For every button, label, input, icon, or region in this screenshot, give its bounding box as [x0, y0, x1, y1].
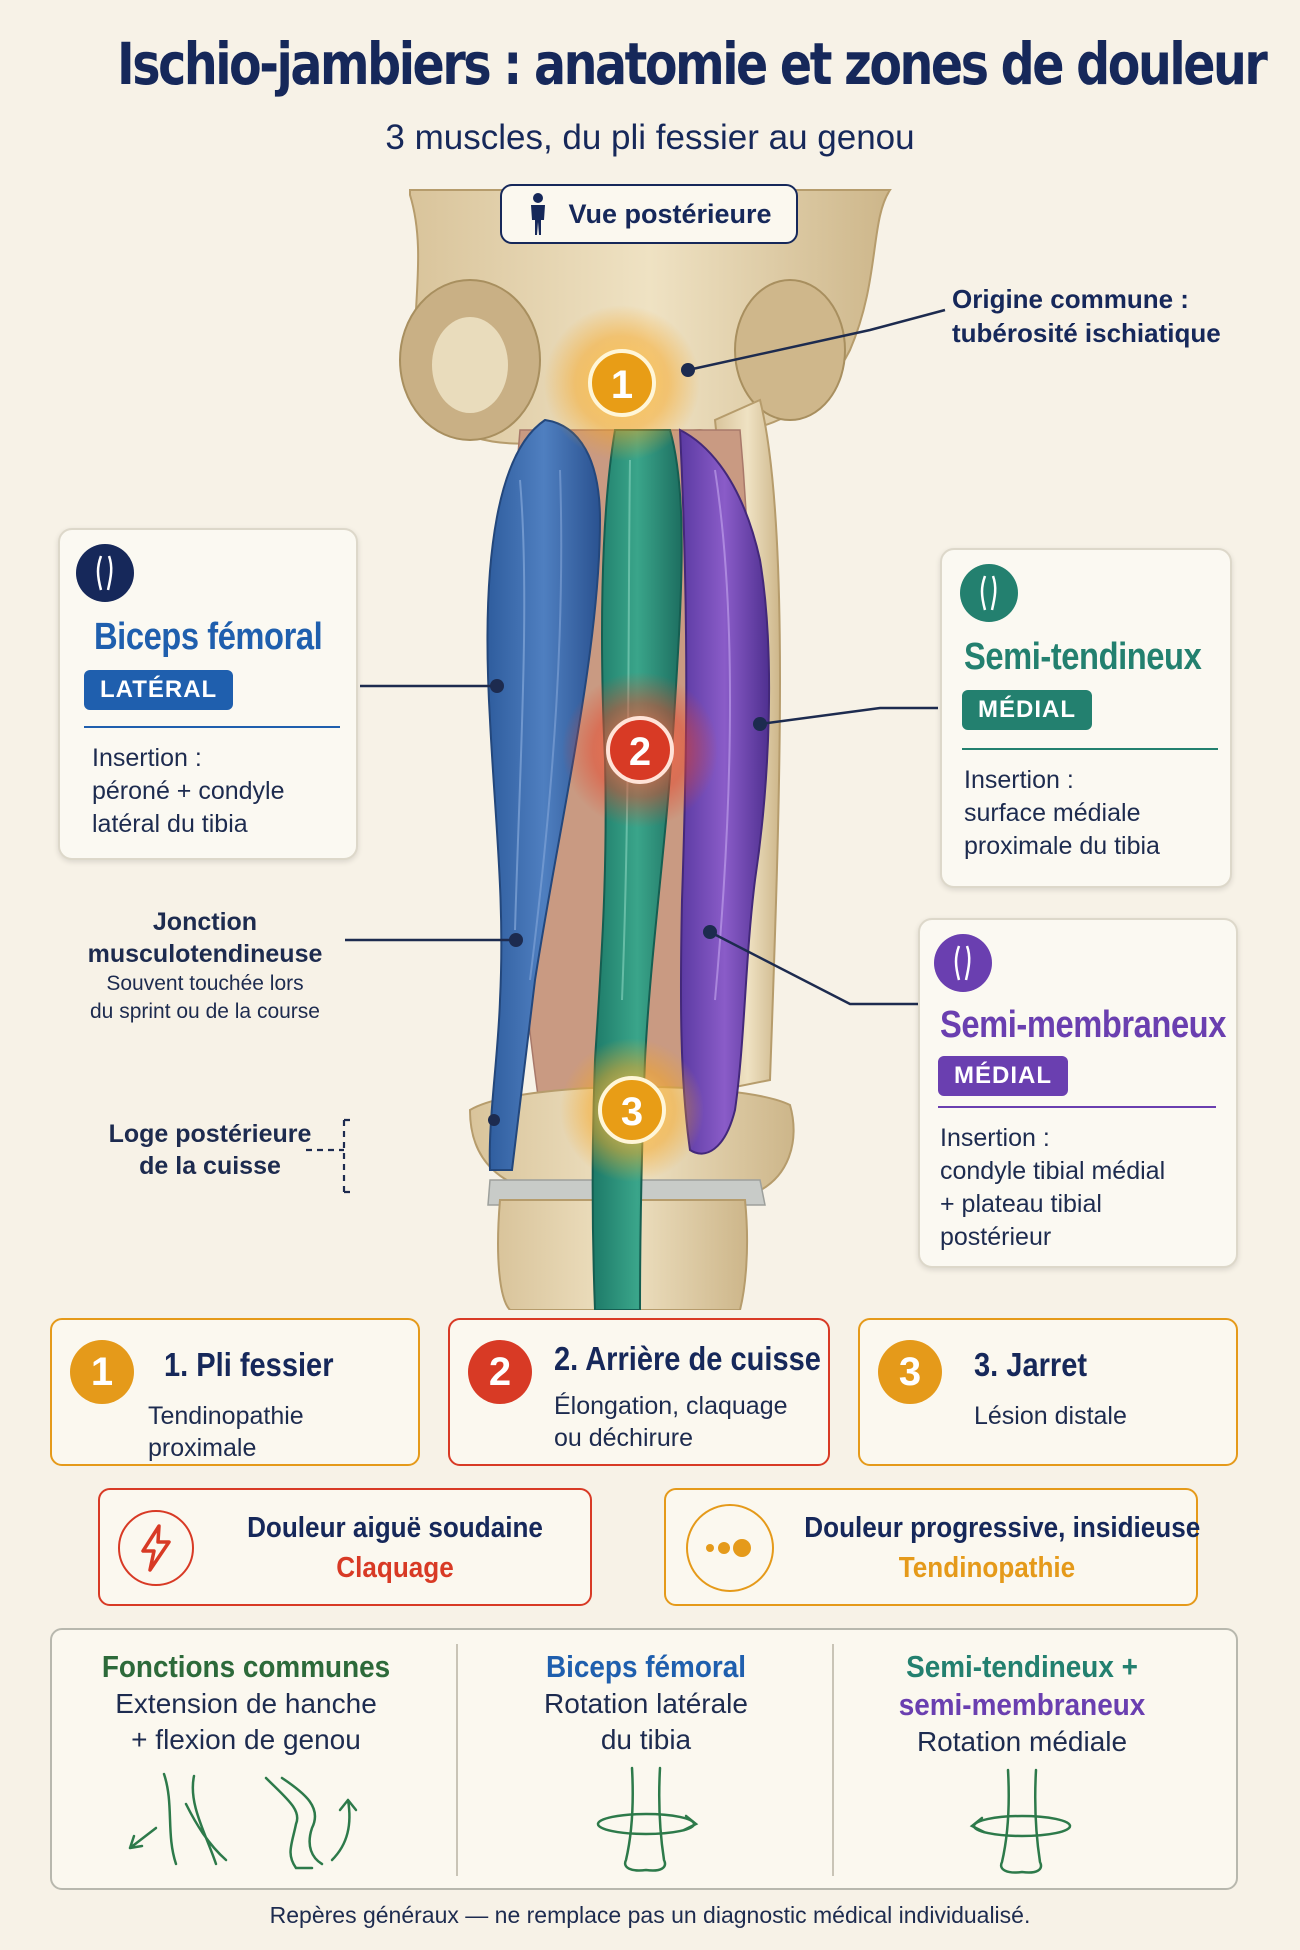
pain-acute-label: Claquage [336, 1552, 454, 1584]
dots-icon [686, 1504, 774, 1592]
semi-tendineux-side-badge: MÉDIAL [962, 690, 1092, 730]
function-desc: Rotation latérale [544, 1688, 748, 1719]
marker-1-label: 1 [611, 363, 633, 407]
function-desc: Extension de hanche [115, 1688, 377, 1719]
semi-membraneux-card: Semi-membraneux MÉDIAL Insertion : condy… [918, 918, 1238, 1268]
zone-card-1: 1 1. Pli fessier Tendinopathie proximale [50, 1318, 420, 1466]
zone-card-3: 3 3. Jarret Lésion distale [858, 1318, 1238, 1466]
zone-1-title: 1. Pli fessier [164, 1346, 334, 1383]
insertion-line: + plateau tibial [940, 1190, 1102, 1218]
medial-rotation-icon [969, 1768, 1072, 1874]
zone-3-desc: Lésion distale [974, 1402, 1127, 1430]
insertion-line: surface médiale [964, 799, 1141, 827]
pain-acute-title: Douleur aiguë soudaine [247, 1512, 543, 1544]
zone-2-desc-line: Élongation, claquage [554, 1392, 788, 1420]
zone-3-title: 3. Jarret [974, 1346, 1088, 1383]
zone-2-desc-line: ou déchirure [554, 1424, 693, 1452]
function-column-biceps: Biceps fémoral Rotation latérale du tibi… [460, 1648, 832, 1879]
insertion-line: proximale du tibia [964, 832, 1160, 860]
semi-membraneux-insertion: Insertion : condyle tibial médial + plat… [940, 1122, 1165, 1254]
insertion-line: péroné + condyle [92, 777, 285, 805]
compartment-line: de la cuisse [139, 1152, 281, 1180]
zone-3-number: 3 [878, 1340, 942, 1404]
insertion-line: condyle tibial médial [940, 1157, 1166, 1185]
biceps-femoral-insertion: Insertion : péroné + condyle latéral du … [92, 742, 285, 841]
insertion-line: postérieur [940, 1223, 1052, 1251]
pain-progressive-title: Douleur progressive, insidieuse [804, 1512, 1201, 1544]
marker-2: 2 [606, 716, 674, 784]
marker-3: 3 [598, 1076, 666, 1144]
view-label-text: Vue postérieure [568, 198, 772, 229]
function-heading: semi-membraneux [898, 1687, 1146, 1722]
divider [84, 726, 340, 728]
function-heading: Fonctions communes [101, 1649, 391, 1684]
person-icon [531, 193, 546, 235]
function-column-medial: Semi-tendineux + semi-membraneux Rotatio… [836, 1648, 1208, 1881]
disclaimer-footer: Repères généraux — ne remplace pas un di… [269, 1902, 1031, 1928]
pain-card-progressive: Douleur progressive, insidieuse Tendinop… [664, 1488, 1201, 1606]
column-divider [456, 1644, 458, 1876]
junction-title: musculotendineuse [87, 940, 323, 968]
junction-note: Souvent touchée lors [106, 972, 304, 995]
column-divider [832, 1644, 834, 1876]
biceps-femoral-card: Biceps fémoral LATÉRAL Insertion : péron… [58, 528, 358, 860]
pain-card-acute: Douleur aiguë soudaine Claquage [98, 1488, 592, 1606]
zone-2-desc: Élongation, claquage ou déchirure [554, 1390, 788, 1454]
leg-icon [934, 934, 992, 992]
compartment-line: Loge postérieure [108, 1120, 312, 1148]
function-desc: Rotation médiale [916, 1726, 1128, 1757]
marker-2-label: 2 [629, 730, 651, 774]
junction-callout: Jonction musculotendineuse Souvent touch… [80, 906, 330, 1026]
zone-1-number: 1 [70, 1340, 134, 1404]
lightning-icon [118, 1510, 194, 1586]
junction-note: du sprint ou de la course [90, 1000, 320, 1023]
marker-3-label: 3 [621, 1090, 643, 1134]
page-subtitle: 3 muscles, du pli fessier au genou [385, 118, 915, 157]
pain-progressive-label: Tendinopathie [898, 1552, 1076, 1584]
insertion-line: latéral du tibia [92, 810, 248, 838]
zone-2-title: 2. Arrière de cuisse [554, 1340, 821, 1377]
semi-membraneux-name: Semi-membraneux [940, 1004, 1226, 1046]
leg-movement-icon [128, 1772, 358, 1870]
origin-callout-line1: Origine commune : [952, 284, 1189, 314]
semi-tendineux-card: Semi-tendineux MÉDIAL Insertion : surfac… [940, 548, 1232, 888]
function-heading: Biceps fémoral [545, 1649, 747, 1684]
hamstring-anatomy-illustration: 1 2 3 [306, 189, 946, 1310]
leg-icon [960, 564, 1018, 622]
biceps-femoral-side-badge: LATÉRAL [84, 670, 234, 710]
junction-title: Jonction [152, 908, 258, 936]
marker-1: 1 [588, 349, 656, 417]
lateral-rotation-icon [596, 1766, 699, 1872]
insertion-heading: Insertion : [92, 744, 202, 772]
zone-2-number: 2 [468, 1340, 532, 1404]
semi-membraneux-side-badge: MÉDIAL [938, 1056, 1068, 1096]
function-desc: + flexion de genou [131, 1724, 361, 1755]
origin-callout: Origine commune : tubérosité ischiatique [952, 282, 1221, 350]
insertion-heading: Insertion : [964, 766, 1074, 794]
divider [938, 1106, 1216, 1108]
compartment-callout: Loge postérieure de la cuisse [100, 1118, 320, 1182]
functions-panel: Fonctions communes Extension de hanche +… [50, 1628, 1238, 1890]
function-column-common: Fonctions communes Extension de hanche +… [60, 1648, 432, 1879]
origin-callout-line2: tubérosité ischiatique [952, 318, 1221, 348]
zone-1-desc: Tendinopathie proximale [148, 1402, 304, 1462]
semi-tendineux-insertion: Insertion : surface médiale proximale du… [964, 764, 1160, 863]
page-title: Ischio-jambiers : anatomie et zones de d… [117, 30, 1268, 98]
divider [962, 748, 1218, 750]
zone-card-2: 2 2. Arrière de cuisse Élongation, claqu… [448, 1318, 830, 1466]
biceps-femoral-name: Biceps fémoral [94, 616, 323, 658]
function-heading: Semi-tendineux + [906, 1649, 1138, 1684]
leg-icon [76, 544, 134, 602]
function-desc: du tibia [600, 1724, 692, 1755]
insertion-heading: Insertion : [940, 1124, 1050, 1152]
view-label: Vue postérieure [500, 184, 798, 244]
semi-tendineux-name: Semi-tendineux [964, 636, 1202, 678]
